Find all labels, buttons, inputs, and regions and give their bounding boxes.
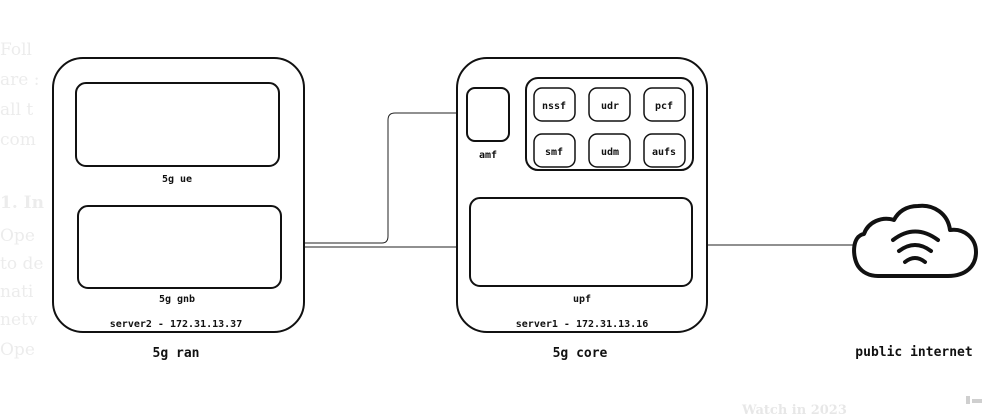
- background-text-line: netv: [0, 310, 38, 330]
- background-text-line: Foll: [0, 40, 32, 60]
- amf-box: [466, 87, 510, 142]
- background-text-line: Ope: [0, 226, 35, 246]
- gnb-amf-link: [272, 112, 467, 244]
- background-footer-text: Watch in 2023: [742, 403, 847, 418]
- ran-title: 5g ran: [153, 346, 200, 361]
- aufs-label: aufs: [652, 147, 676, 158]
- upf-label: upf: [573, 294, 591, 305]
- udr-box: [588, 87, 631, 122]
- background-text-line: are :: [0, 70, 40, 90]
- cloud-wifi-icon: [852, 203, 978, 278]
- core-server: amf nssf udr pcf smf udm aufs upf server…: [456, 57, 708, 333]
- ue-box: [75, 82, 280, 167]
- gnb-box: [77, 205, 282, 289]
- pcf-box: [643, 87, 686, 122]
- core-server-label: server1 - 172.31.13.16: [516, 319, 648, 330]
- internet-title: public internet: [855, 345, 972, 360]
- amf-label: amf: [479, 150, 497, 161]
- background-text-line: all t: [0, 100, 34, 120]
- background-text-line: com: [0, 130, 36, 150]
- nssf-box: [533, 87, 576, 122]
- background-text-line: 1. In: [0, 193, 44, 213]
- gnb-label: 5g gnb: [159, 294, 195, 305]
- aufs-box: [643, 133, 686, 168]
- ran-server-label: server2 - 172.31.13.37: [110, 319, 242, 330]
- upf-box: [469, 197, 693, 287]
- nssf-label: nssf: [542, 101, 566, 112]
- core-title: 5g core: [553, 346, 608, 361]
- ue-label: 5g ue: [162, 174, 192, 185]
- background-text-line: nati: [0, 282, 34, 302]
- smf-label: smf: [545, 147, 563, 158]
- udr-label: udr: [601, 101, 619, 112]
- udm-box: [588, 133, 631, 168]
- pcf-label: pcf: [655, 101, 673, 112]
- ran-server: 5g ue 5g gnb server2 - 172.31.13.37: [52, 57, 305, 333]
- corner-mark-icon: [966, 396, 982, 404]
- background-text-line: to de: [0, 254, 44, 274]
- udm-label: udm: [601, 147, 619, 158]
- smf-box: [533, 133, 576, 168]
- background-text-line: Ope: [0, 340, 35, 360]
